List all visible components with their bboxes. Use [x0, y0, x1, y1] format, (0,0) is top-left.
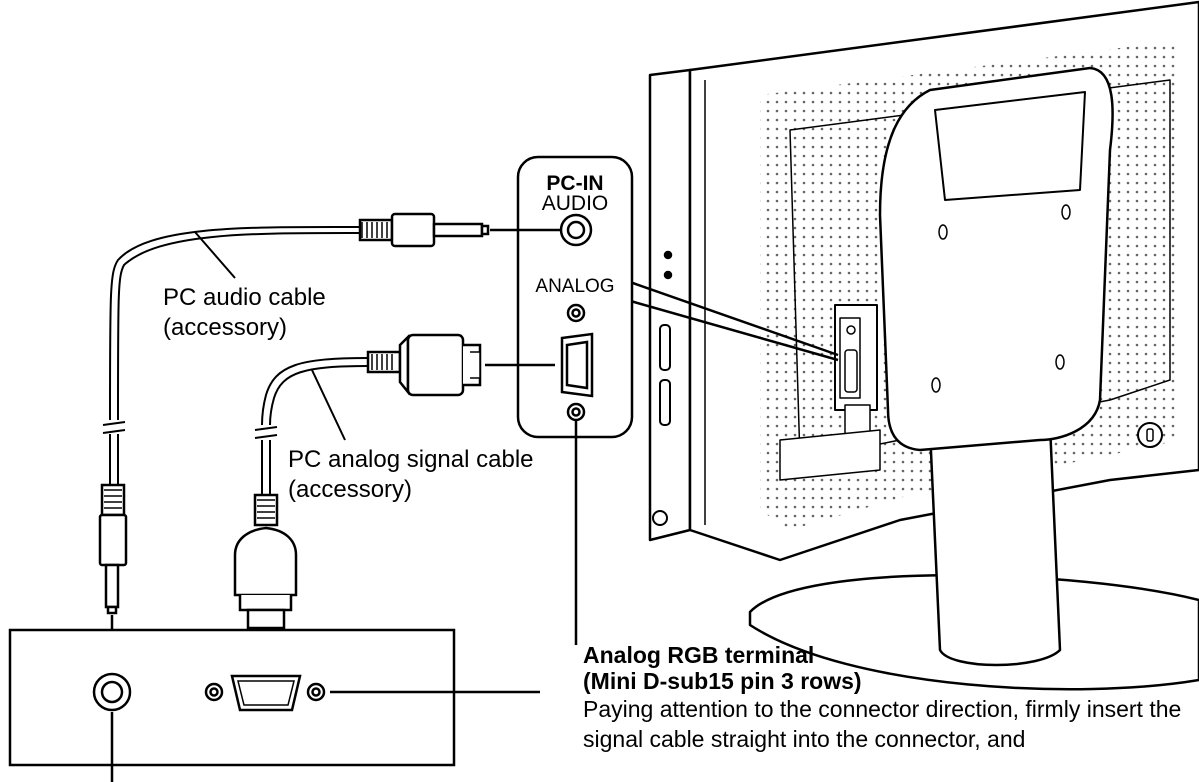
audio-cable-note: (accessory) — [163, 314, 288, 341]
analog-cable-note: (accessory) — [288, 476, 413, 503]
monitor-rear-view — [648, 0, 1199, 691]
panel-title: PC-IN — [546, 172, 604, 195]
pc-in-panel — [516, 155, 634, 439]
side-button — [659, 379, 671, 426]
audio-cable-label: PC audio cable — [163, 284, 326, 311]
panel-callout — [609, 273, 839, 362]
audio-cable-leader — [194, 231, 236, 279]
terminal-description: Paying attention to the connector direct… — [583, 696, 1182, 752]
stand-column — [928, 423, 1062, 667]
analog-cable-label: PC analog signal cable — [288, 446, 534, 473]
side-button — [659, 324, 671, 371]
panel-audio-label: AUDIO — [541, 192, 609, 215]
analog-cable-leader — [311, 369, 346, 441]
terminal-title: Analog RGB terminal — [583, 642, 815, 668]
terminal-subtitle: (Mini D-sub15 pin 3 rows) — [583, 668, 862, 694]
panel-analog-label: ANALOG — [535, 276, 615, 297]
audio-cable — [98, 212, 560, 672]
analog-cable — [233, 333, 555, 700]
pc-rear-panel — [8, 628, 540, 782]
